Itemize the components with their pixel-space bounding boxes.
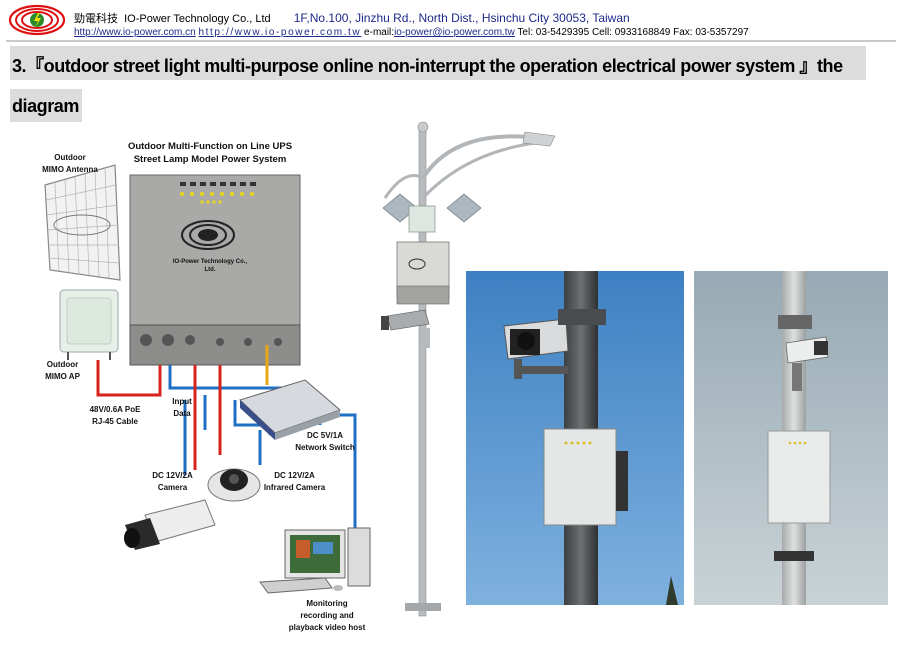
camera-label-line2: Camera bbox=[157, 483, 188, 492]
header-divider bbox=[6, 40, 896, 42]
cell-number: Cell: 0933168849 bbox=[591, 27, 671, 38]
pole-photo-1 bbox=[466, 271, 684, 605]
monitoring-host-computer-icon bbox=[259, 527, 371, 594]
fax-number: Fax: 03-5357297 bbox=[673, 27, 749, 38]
switch-label-line2: Network Switch bbox=[295, 443, 355, 452]
company-logo bbox=[8, 4, 66, 36]
section-title-line1: 3.『outdoor street light multi-purpose on… bbox=[12, 56, 843, 76]
title-band-2 bbox=[10, 89, 82, 122]
camera-label: DC 12V/2A Camera bbox=[140, 470, 205, 494]
company-name-english: IO-Power Technology Co., Ltd bbox=[124, 13, 271, 25]
box-camera-icon bbox=[124, 499, 216, 550]
host-label-line1: Monitoring bbox=[306, 599, 348, 608]
header-contact-line: http://www.io-power.com.cn http://www.io… bbox=[74, 27, 749, 38]
antenna-label-line1: Outdoor bbox=[54, 153, 86, 162]
photo2-power-box-icon bbox=[767, 430, 831, 524]
antenna-label: Outdoor MIMO Antenna bbox=[30, 152, 110, 176]
diagram-heading: Outdoor Multi-Function on Line UPS Stree… bbox=[120, 140, 300, 166]
section-title-line2: diagram bbox=[12, 96, 79, 116]
diagram-heading-line2: Street Lamp Model Power System bbox=[133, 154, 287, 165]
header-company-line: 勁電科技 IO-Power Technology Co., Ltd 1F,No.… bbox=[74, 10, 630, 26]
infrared-camera-icon bbox=[207, 468, 261, 502]
switch-label: DC 5V/1A Network Switch bbox=[285, 430, 365, 454]
ap-label: Outdoor MIMO AP bbox=[30, 359, 95, 383]
photo1-camera-icon bbox=[503, 318, 569, 379]
pole-photo-2 bbox=[694, 271, 888, 605]
website-tw-link[interactable]: http://www.io-power.com.tw bbox=[198, 27, 362, 38]
ir-camera-label: DC 12V/2A Infrared Camera bbox=[252, 470, 337, 494]
system-diagram bbox=[44, 164, 371, 594]
switch-label-line1: DC 5V/1A bbox=[306, 431, 343, 440]
box-brand-label: IO-Power Technology Co., Ltd. bbox=[172, 259, 248, 273]
street-lamp-pole-illustration bbox=[381, 121, 556, 617]
input-label-line1: Input bbox=[172, 397, 192, 406]
ap-label-line1: Outdoor bbox=[46, 360, 79, 369]
ups-power-box-icon bbox=[129, 174, 301, 366]
ir-label-line1: DC 12V/2A bbox=[274, 471, 315, 480]
antenna-label-line2: MIMO Antenna bbox=[42, 165, 98, 174]
host-label: Monitoring recording and playback video … bbox=[272, 598, 382, 634]
input-label-line2: Data bbox=[173, 409, 191, 418]
ir-label-line2: Infrared Camera bbox=[263, 483, 326, 492]
host-label-line2: recording and bbox=[300, 611, 354, 620]
company-name-chinese: 勁電科技 bbox=[74, 13, 118, 25]
host-label-line3: playback video host bbox=[288, 623, 366, 632]
email-label: e-mail: bbox=[364, 27, 395, 38]
network-switch-icon bbox=[239, 379, 341, 440]
photo2-camera-icon bbox=[785, 336, 829, 391]
input-data-label: Input Data bbox=[162, 396, 202, 420]
mimo-antenna-icon bbox=[44, 164, 121, 281]
tel-number: Tel: 03-5429395 bbox=[517, 27, 590, 38]
camera-label-line1: DC 12V/2A bbox=[152, 471, 193, 480]
website-cn-link[interactable]: http://www.io-power.com.cn bbox=[74, 27, 196, 38]
poe-label-line1: 48V/0.6A PoE bbox=[89, 405, 141, 414]
poe-label: 48V/0.6A PoE RJ-45 Cable bbox=[80, 404, 150, 428]
photo1-power-box-icon bbox=[543, 428, 628, 526]
title-band-1 bbox=[10, 46, 866, 80]
company-address: 1F,No.100, Jinzhu Rd., North Dist., Hsin… bbox=[293, 11, 630, 25]
poe-label-line2: RJ-45 Cable bbox=[92, 417, 138, 426]
mimo-ap-icon bbox=[59, 289, 119, 360]
email-link[interactable]: io-power@io-power.com.tw bbox=[394, 27, 515, 38]
diagram-heading-line1: Outdoor Multi-Function on Line UPS bbox=[127, 141, 293, 152]
ap-label-line2: MIMO AP bbox=[45, 372, 80, 381]
